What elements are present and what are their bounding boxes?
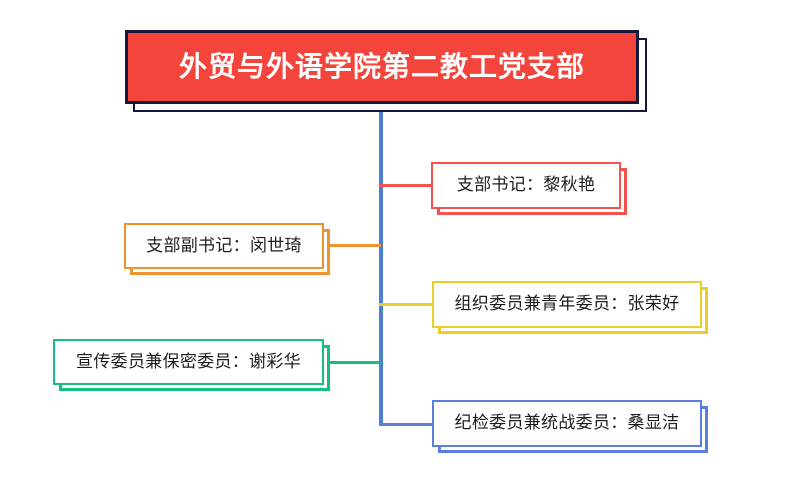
node-label-discipline-united-front-member: 纪检委员兼统战委员：桑显洁: [454, 413, 680, 433]
node-discipline-united-front-member[interactable]: 纪检委员兼统战委员：桑显洁: [432, 400, 702, 447]
node-deputy-secretary[interactable]: 支部副书记：闵世琦: [124, 223, 324, 269]
branch-line-3: [379, 303, 434, 306]
node-label-organization-youth-member: 组织委员兼青年委员：张荣好: [454, 294, 680, 314]
node-organization-youth-member[interactable]: 组织委员兼青年委员：张荣好: [432, 281, 702, 328]
node-secretary[interactable]: 支部书记：黎秋艳: [431, 162, 621, 209]
trunk-line: [379, 104, 383, 426]
node-publicity-confidentiality-member[interactable]: 宣传委员兼保密委员：谢彩华: [53, 339, 324, 385]
root-node[interactable]: 外贸与外语学院第二教工党支部: [125, 30, 639, 104]
node-label-publicity-confidentiality-member: 宣传委员兼保密委员：谢彩华: [76, 351, 301, 372]
root-node-label: 外贸与外语学院第二教工党支部: [178, 50, 585, 83]
branch-line-2: [324, 244, 381, 247]
branch-line-1: [379, 184, 433, 187]
branch-line-5: [379, 423, 434, 426]
node-label-secretary: 支部书记：黎秋艳: [456, 175, 596, 195]
node-label-deputy-secretary: 支部副书记：闵世琦: [146, 235, 302, 256]
branch-line-4: [324, 361, 381, 364]
